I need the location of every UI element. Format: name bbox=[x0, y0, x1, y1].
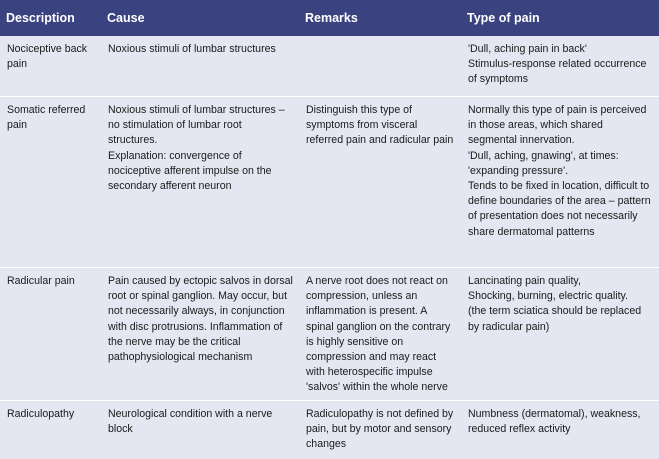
cell-text: (the term sciatica should be replaced by… bbox=[468, 305, 642, 333]
cell-text: Lancinating pain quality, bbox=[468, 275, 581, 287]
cell-type-of-pain: 'Dull, aching pain in back' Stimulus-res… bbox=[461, 36, 659, 97]
cell-cause: Neurological condition with a nerve bloc… bbox=[101, 400, 299, 457]
cell-text: Normally this type of pain is perceived … bbox=[468, 104, 647, 147]
cell-cause: Pain caused by ectopic salvos in dorsal … bbox=[101, 268, 299, 401]
cell-description: Somatic referred pain bbox=[7, 104, 86, 132]
header-cause: Cause bbox=[101, 0, 299, 36]
cell-remarks: Radiculopathy is not defined by pain, bu… bbox=[299, 400, 461, 457]
cell-description: Nociceptive back pain bbox=[7, 43, 88, 71]
cell-type-of-pain: Numbness (dermatomal), weakness, reduced… bbox=[461, 400, 659, 457]
cell-cause: Noxious stimuli of lumbar structures – n… bbox=[101, 97, 299, 268]
cell-text: 'Dull, aching, gnawing', at times: 'expa… bbox=[468, 149, 619, 177]
table-row: Nociceptive back pain Noxious stimuli of… bbox=[0, 36, 659, 97]
cell-description: Radicular pain bbox=[7, 275, 75, 287]
cell-remarks: Distinguish this type of symptoms from v… bbox=[299, 97, 461, 268]
table-header-row: Description Cause Remarks Type of pain bbox=[0, 0, 659, 36]
cell-text: Stimulus-response related occurrence of … bbox=[468, 58, 647, 86]
cell-text: Pain caused by ectopic salvos in dorsal … bbox=[108, 275, 293, 364]
cell-text: Tends to be fixed in location, difficult… bbox=[468, 180, 651, 238]
cell-text: Explanation: convergence of nociceptive … bbox=[108, 149, 272, 193]
cell-text: Distinguish this type of symptoms from v… bbox=[306, 104, 454, 147]
table-row: Radiculopathy Neurological condition wit… bbox=[0, 400, 659, 457]
cell-type-of-pain: Lancinating pain quality, Shocking, burn… bbox=[461, 268, 659, 401]
table-row: Radicular pain Pain caused by ectopic sa… bbox=[0, 268, 659, 401]
cell-text: Neurological condition with a nerve bloc… bbox=[108, 407, 273, 435]
cell-text: Radiculopathy is not defined by pain, bu… bbox=[306, 407, 454, 451]
header-type-of-pain: Type of pain bbox=[461, 0, 659, 36]
cell-cause: Noxious stimuli of lumbar structures bbox=[101, 36, 299, 97]
cell-text: 'Dull, aching pain in back' bbox=[468, 43, 587, 55]
cell-text: Numbness (dermatomal), weakness, reduced… bbox=[468, 407, 641, 435]
cell-text: Shocking, burning, electric quality. bbox=[468, 290, 628, 303]
header-description: Description bbox=[0, 0, 101, 36]
cell-description: Radiculopathy bbox=[7, 407, 75, 420]
table-row: Somatic referred pain Noxious stimuli of… bbox=[0, 97, 659, 268]
cell-text: Noxious stimuli of lumbar structures bbox=[108, 43, 276, 55]
cell-remarks: A nerve root does not react on compressi… bbox=[299, 268, 461, 401]
header-remarks: Remarks bbox=[299, 0, 461, 36]
cell-type-of-pain: Normally this type of pain is perceived … bbox=[461, 97, 659, 268]
cell-text: Noxious stimuli of lumbar structures – n… bbox=[108, 104, 285, 147]
cell-text: A nerve root does not react on compressi… bbox=[306, 275, 451, 394]
cell-remarks bbox=[299, 36, 461, 97]
